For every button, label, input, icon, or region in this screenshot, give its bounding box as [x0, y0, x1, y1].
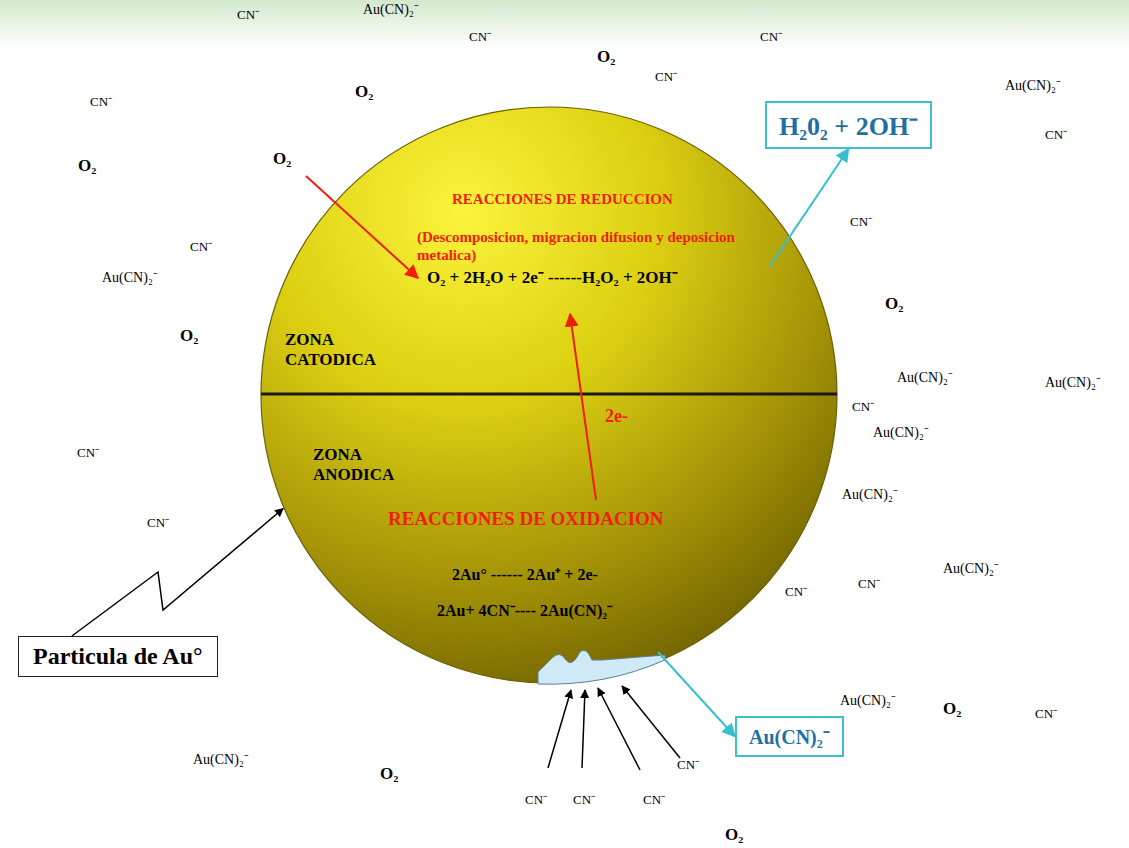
cyanide-label: CN⁻ [643, 793, 665, 807]
cyanide-label: CN⁻ [852, 400, 874, 414]
dissolution-pit [538, 650, 665, 684]
cyanide-label: CN⁻ [677, 758, 699, 772]
cyanide-label: CN⁻ [190, 240, 212, 254]
cyanide-label: CN⁻ [785, 585, 807, 599]
cyanide-label: CN⁻ [573, 793, 595, 807]
oxygen-label: O₂ [380, 765, 398, 784]
complex-label: Au(CN)₂⁻ [1005, 78, 1061, 93]
oxygen-label: O₂ [78, 157, 96, 176]
zone-heading: REACCIONES DE REDUCCION [452, 190, 673, 208]
oxygen-label: O₂ [597, 48, 615, 67]
product-box: Au(CN)₂⁻ [735, 716, 844, 757]
product-box: H₂0₂ + 2OH⁻ [765, 101, 932, 149]
cyanide-arrow [622, 686, 680, 758]
cyanide-label: CN⁻ [237, 8, 259, 22]
oxygen-label: O₂ [355, 83, 373, 102]
cyanide-arrow [548, 690, 571, 768]
cyanide-label: CN⁻ [655, 70, 677, 84]
reaction-equation: 2Au+ 4CN⁻---- 2Au(CN)₂⁻ [437, 601, 612, 620]
cyanide-label: CN⁻ [77, 446, 99, 460]
complex-label: Au(CN)₂⁻ [1045, 375, 1101, 390]
cyanide-label: CN⁻ [1045, 128, 1067, 142]
electron-label: 2e- [605, 406, 628, 428]
oxygen-label: O₂ [943, 700, 961, 719]
cyanide-label: CN⁻ [525, 793, 547, 807]
complex-label: Au(CN)₂⁻ [102, 270, 158, 285]
complex-label: Au(CN)₂⁻ [842, 487, 898, 502]
connector-arrow [72, 509, 283, 637]
complex-label: Au(CN)₂⁻ [193, 752, 249, 767]
gold-particle: REACCIONES DE REDUCCION (Descomposicion, … [260, 106, 838, 684]
zone-name: ZONA CATODICA [285, 330, 380, 371]
box-text: H₂0₂ + 2OH⁻ [779, 107, 918, 143]
connector-arrow [658, 652, 735, 737]
cyanide-arrow [582, 690, 585, 768]
complex-label: Au(CN)₂⁻ [897, 370, 953, 385]
complex-label: Au(CN)₂⁻ [943, 561, 999, 576]
oxygen-label: O₂ [885, 295, 903, 314]
zone-name: ZONA ANODICA [313, 445, 408, 486]
oxygen-label: O₂ [273, 150, 291, 169]
header-band [0, 0, 1129, 48]
zone-note: (Descomposicion, migracion difusion y de… [417, 228, 792, 264]
connector-arrow [770, 149, 849, 266]
box-text: Au(CN)₂⁻ [749, 723, 830, 750]
oxygen-label: O₂ [180, 327, 198, 346]
oxygen-arrow [306, 176, 418, 278]
complex-label: Au(CN)₂⁻ [840, 693, 896, 708]
complex-label: Au(CN)₂⁻ [873, 425, 929, 440]
cyanide-label: CN⁻ [1035, 707, 1057, 721]
oxygen-label: O₂ [725, 826, 743, 845]
electron-arrow [570, 314, 596, 500]
box-text: Particula de Au° [33, 643, 203, 670]
complex-label: Au(CN)₂⁻ [363, 2, 419, 17]
reaction-equation: O₂ + 2H₂O + 2e⁻ ------H₂O₂ + 2OH⁻ [427, 268, 678, 288]
cyanide-label: CN⁻ [90, 95, 112, 109]
cyanide-label: CN⁻ [850, 215, 872, 229]
reaction-equation: 2Au° ------ 2Au⁺ + 2e- [452, 565, 598, 584]
cyanide-label: CN⁻ [147, 516, 169, 530]
callout-box: Particula de Au° [18, 636, 218, 677]
cyanide-label: CN⁻ [469, 30, 491, 44]
zone-heading: REACCIONES DE OXIDACION [388, 508, 664, 531]
cyanide-label: CN⁻ [858, 577, 880, 591]
cyanide-label: CN⁻ [760, 30, 782, 44]
